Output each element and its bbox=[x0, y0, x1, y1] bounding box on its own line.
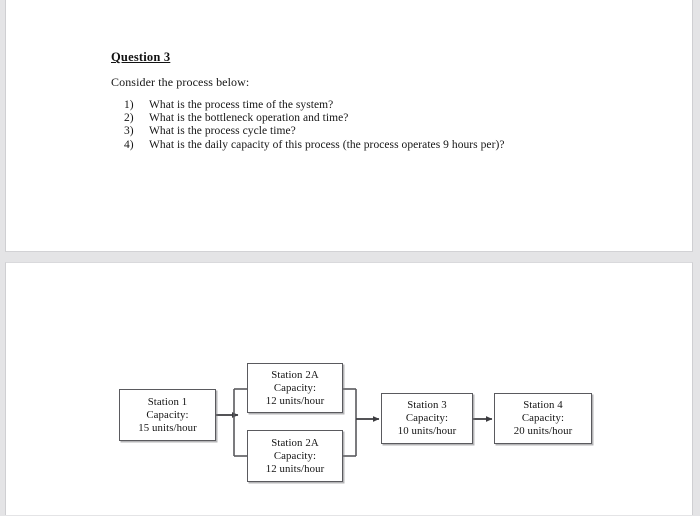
node-capacity-value: 20 units/hour bbox=[513, 425, 573, 437]
node-title: Station 4 bbox=[523, 399, 563, 411]
node-title: Station 2A bbox=[271, 436, 319, 449]
list-item-marker: 2) bbox=[124, 112, 134, 125]
node-capacity-label: Capacity: bbox=[273, 449, 317, 462]
process-node-station-2a-bottom: Station 2A Capacity: 12 units/hour bbox=[247, 430, 343, 482]
page-title: Question 3 bbox=[111, 50, 171, 64]
merge-connector bbox=[343, 388, 357, 457]
node-capacity-value: 12 units/hour bbox=[265, 462, 325, 475]
intro-text: Consider the process below: bbox=[111, 75, 250, 89]
question-list: 1) What is the process time of the syste… bbox=[124, 99, 594, 152]
process-flow-diagram: Station 1 Capacity: 15 units/hour Statio… bbox=[6, 263, 694, 516]
node-title: Station 1 bbox=[147, 395, 188, 408]
document-page-1: Question 3 Consider the process below: 1… bbox=[5, 0, 693, 252]
list-item: 2) What is the bottleneck operation and … bbox=[124, 112, 594, 125]
node-capacity-label: Capacity: bbox=[405, 412, 449, 424]
split-connector bbox=[233, 388, 247, 457]
node-capacity-value: 12 units/hour bbox=[265, 394, 325, 407]
node-title: Station 3 bbox=[407, 399, 447, 411]
node-capacity-value: 10 units/hour bbox=[397, 425, 457, 437]
node-capacity-value: 15 units/hour bbox=[138, 421, 197, 434]
list-item-text: What is the process time of the system? bbox=[149, 99, 334, 111]
list-item-marker: 3) bbox=[124, 125, 134, 138]
page-break-divider bbox=[0, 252, 700, 262]
node-title: Station 2A bbox=[271, 368, 319, 381]
list-item-text: What is the process cycle time? bbox=[149, 125, 296, 138]
process-node-station-3: Station 3 Capacity: 10 units/hour bbox=[381, 393, 473, 444]
list-item: 4) What is the daily capacity of this pr… bbox=[124, 139, 594, 152]
list-item: 1) What is the process time of the syste… bbox=[124, 99, 594, 112]
node-capacity-label: Capacity: bbox=[273, 381, 317, 394]
list-item-text: What is the daily capacity of this proce… bbox=[149, 138, 505, 151]
list-item-marker: 4) bbox=[124, 138, 134, 151]
process-node-station-1: Station 1 Capacity: 15 units/hour bbox=[119, 389, 216, 441]
process-node-station-4: Station 4 Capacity: 20 units/hour bbox=[494, 393, 592, 444]
list-item-text: What is the bottleneck operation and tim… bbox=[149, 112, 349, 125]
list-item-marker: 1) bbox=[124, 99, 134, 111]
process-node-station-2a-top: Station 2A Capacity: 12 units/hour bbox=[247, 363, 343, 413]
diagram-connectors bbox=[216, 388, 493, 457]
node-capacity-label: Capacity: bbox=[521, 412, 565, 424]
node-capacity-label: Capacity: bbox=[146, 408, 189, 421]
list-item: 3) What is the process cycle time? bbox=[124, 125, 594, 138]
document-page-2: Station 1 Capacity: 15 units/hour Statio… bbox=[5, 262, 693, 515]
